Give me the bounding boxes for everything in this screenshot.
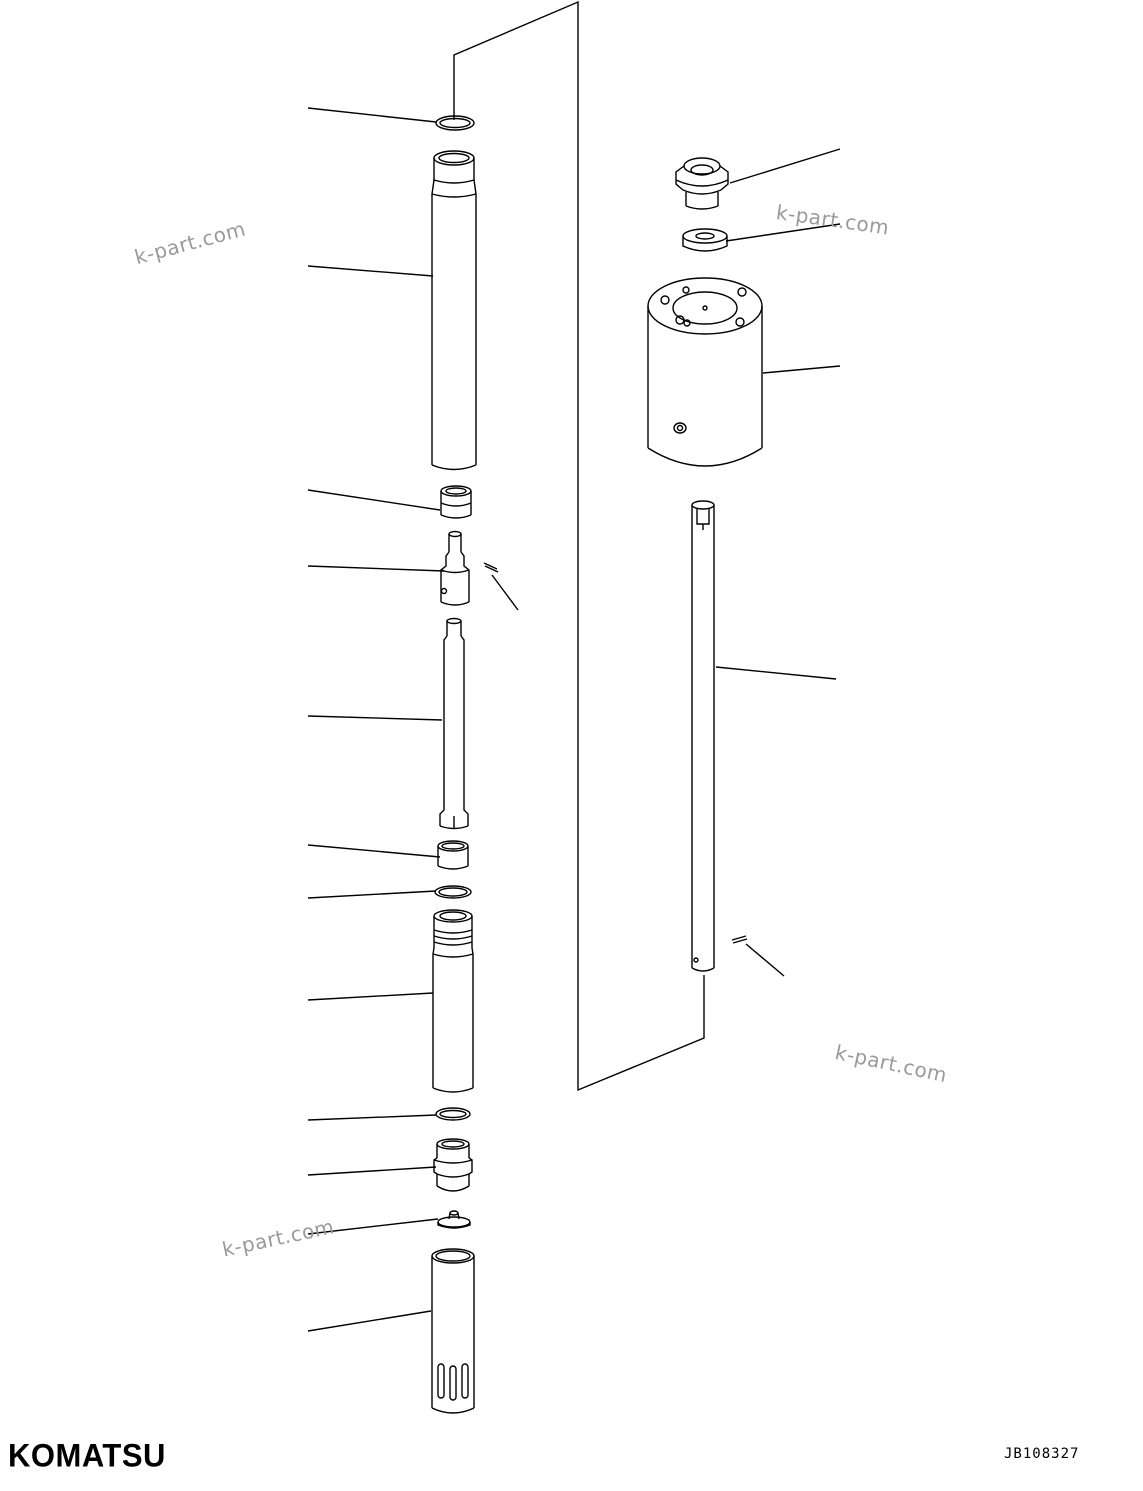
sleeve	[433, 910, 473, 1092]
retaining-ring	[436, 116, 474, 130]
leader-lines	[308, 108, 840, 1331]
pin-lower	[732, 936, 747, 943]
washer	[683, 229, 727, 251]
o-ring-lower	[436, 1108, 470, 1120]
shaft	[692, 501, 714, 971]
seat	[438, 1211, 470, 1228]
spool	[441, 532, 469, 606]
body	[648, 278, 762, 466]
drawing-code: JB108327	[1004, 1446, 1080, 1462]
check-valve	[676, 158, 728, 209]
rod	[440, 619, 468, 830]
housing	[432, 1249, 474, 1413]
collar	[438, 841, 468, 869]
pin	[484, 563, 498, 572]
brand-logo: KOMATSU	[8, 1437, 166, 1474]
assembly-connector-line	[454, 2, 704, 1090]
o-ring	[435, 886, 471, 898]
bushing	[441, 486, 471, 518]
cylinder-tube	[432, 151, 476, 470]
plug	[434, 1139, 472, 1191]
